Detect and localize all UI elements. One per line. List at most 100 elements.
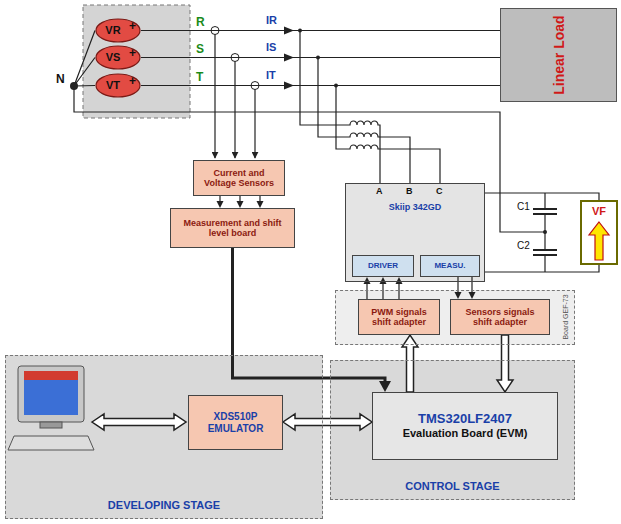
- board-box: Measurement and shift level board: [170, 208, 295, 248]
- source-circle: [96, 74, 140, 97]
- stage-region: DEVELOPING STAGE XDS510P EMULATOR: [5, 355, 323, 519]
- current-label: IR: [266, 15, 277, 26]
- adapter-board-text: Board GEF-73: [561, 295, 569, 340]
- arrow-head: [396, 277, 403, 284]
- source-arrow: [589, 222, 609, 260]
- source-circle: [96, 46, 140, 69]
- box-fill: [500, 8, 617, 102]
- current-label: IT: [266, 70, 276, 81]
- inverter-box-text: Skiip 342GD: [389, 202, 442, 212]
- source-circle: [96, 19, 140, 42]
- adapter-box-text: PWM signals shift adapter: [363, 307, 435, 328]
- arrow-head: [455, 292, 462, 299]
- dc-source-box: VF: [580, 200, 618, 265]
- pc-screen: [24, 371, 78, 415]
- phase-label: S: [196, 43, 204, 55]
- arrow-head: [364, 277, 371, 284]
- box-fill: [5, 355, 323, 519]
- pc-monitor: [18, 366, 84, 422]
- neutral-wire: [74, 31, 95, 87]
- capacitor-symbol: [533, 209, 557, 214]
- inverter-box: Skiip 342GD DRIVER MEASU.: [345, 183, 485, 282]
- board-box-text: Measurement and shift level board: [175, 218, 290, 239]
- box-fill: [358, 299, 440, 335]
- box-fill: [352, 255, 414, 277]
- stage-region-text: DEVELOPING STAGE: [108, 499, 220, 512]
- adapter-board: Board GEF-73PWM signals shift adapterSen…: [335, 290, 575, 345]
- emulator-box-text: XDS510P EMULATOR: [193, 411, 278, 434]
- pc-keyboard: [8, 436, 94, 450]
- connector: [364, 277, 403, 299]
- connector-line: [233, 248, 386, 383]
- connector: [141, 85, 500, 86]
- phase-label: R: [196, 16, 205, 28]
- dsp-board-text: Evaluation Board (EVM): [403, 427, 528, 440]
- connector-line: [141, 30, 500, 31]
- sensor-box: Current and Voltage Sensors: [193, 160, 285, 196]
- terminal-label: C: [436, 187, 443, 196]
- box-fill: [188, 395, 283, 450]
- polarity-mark: +: [129, 20, 136, 32]
- sensor-tap: [214, 35, 215, 159]
- bus-arrow: [497, 335, 513, 392]
- voltage-source-text: VR: [105, 24, 120, 37]
- connector: [402, 335, 418, 392]
- inductor-wire: [336, 86, 440, 184]
- box-fill: [345, 183, 485, 282]
- capacitor-label: C2: [517, 241, 530, 251]
- inductor-wire: [300, 31, 380, 184]
- load-box-text: Linear Load: [550, 15, 566, 94]
- box-fill: [330, 360, 575, 500]
- neutral-return: [74, 86, 545, 232]
- box-fill: [420, 255, 480, 277]
- source-group: [83, 5, 190, 118]
- driver-box: DRIVER: [352, 255, 414, 277]
- connector: [141, 57, 500, 58]
- sensor-box-text: Current and Voltage Sensors: [198, 168, 280, 189]
- driver-box-text: DRIVER: [368, 261, 398, 270]
- connector: [141, 30, 500, 31]
- box-fill: [450, 299, 550, 335]
- sensor-tap: [254, 90, 255, 159]
- connector: [217, 196, 264, 208]
- polarity-mark: +: [129, 75, 136, 87]
- connector: [233, 248, 392, 392]
- dsp-board-text: TMS320LF2407: [418, 412, 512, 427]
- bus-arrow: [402, 335, 418, 392]
- junction-dot: [543, 230, 547, 234]
- box-fill: [335, 290, 575, 345]
- box-fill: [193, 160, 285, 196]
- bus-arrow: [283, 414, 372, 430]
- load-box: Linear Load: [500, 8, 617, 102]
- capacitor-label: C1: [517, 202, 530, 212]
- illustration: [8, 5, 609, 450]
- voltage-source-text: VT: [106, 79, 120, 92]
- box-fill: [170, 208, 295, 248]
- sensor-tap: [234, 62, 235, 159]
- arrow-head: [217, 201, 224, 208]
- arrow-head: [380, 277, 387, 284]
- polarity-mark: +: [129, 47, 136, 59]
- connector: [497, 335, 513, 392]
- emulator-box: XDS510P EMULATOR: [188, 395, 283, 450]
- arrow-head: [469, 292, 476, 299]
- pc-stand: [40, 422, 62, 428]
- box-fills: [5, 8, 618, 519]
- current-label: IS: [266, 42, 276, 53]
- box-fill: [372, 392, 558, 460]
- neutral-label: N: [56, 73, 65, 85]
- terminal-label: A: [376, 187, 383, 196]
- adapter-box: PWM signals shift adapter: [358, 299, 440, 335]
- connectors: [141, 31, 513, 431]
- measure-box-text: MEASU.: [434, 261, 465, 270]
- measure-box: MEASU.: [420, 255, 480, 277]
- stage-region-text: CONTROL STAGE: [405, 480, 499, 493]
- arrow-head: [379, 381, 391, 392]
- dc-source-box-text: VF: [592, 205, 606, 218]
- connector: [283, 414, 372, 430]
- connector-line: [141, 57, 500, 58]
- connector-line: [141, 85, 500, 86]
- arrow-head: [257, 201, 264, 208]
